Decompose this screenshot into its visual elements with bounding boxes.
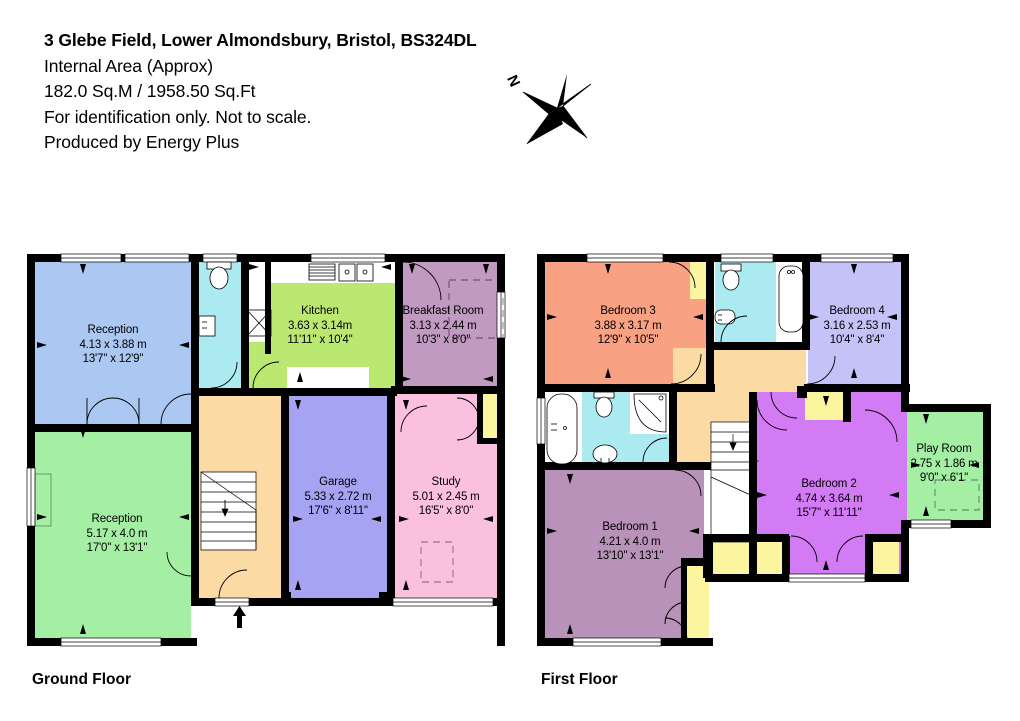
ground-floor-caption: Ground Floor	[32, 671, 132, 688]
family-toilet-icon	[595, 396, 613, 418]
family-bath-icon	[546, 393, 578, 465]
ensuite-fixtures	[714, 263, 804, 333]
internal-area-caption: Internal Area (Approx)	[44, 55, 213, 76]
room-fill-bedroom4	[808, 261, 908, 389]
first-floor-doors	[642, 261, 898, 641]
study-furniture-icon	[420, 541, 454, 583]
playroom-furniture-icon	[934, 479, 980, 511]
staircase-ground	[200, 471, 257, 551]
plan-header: 3 Glebe Field, Lower Almondsbury, Bristo…	[44, 28, 664, 156]
room-fill-garage	[287, 392, 389, 598]
producer-text: Produced by Energy Plus	[44, 132, 240, 152]
wc-fixtures	[198, 261, 232, 337]
first-floor-caption: First Floor	[541, 671, 618, 688]
property-address: 3 Glebe Field, Lower Almondsbury, Bristo…	[44, 30, 477, 50]
disclaimer-text: For identification only. Not to scale.	[44, 106, 312, 127]
ensuite-sink-icon	[714, 309, 736, 325]
family-sink-icon	[592, 444, 618, 464]
room-fill-reception-blue	[34, 261, 191, 427]
internal-area-value: 182.0 Sq.M / 1958.50 Sq.Ft	[44, 81, 256, 101]
wc-sink-icon	[198, 315, 216, 337]
ground-floor-windows	[26, 253, 506, 647]
family-bathroom-fixtures	[546, 391, 667, 465]
compass-star-icon	[522, 74, 592, 145]
room-fill-reception-green	[34, 430, 191, 638]
ground-floor-dimension-ticks	[37, 264, 493, 634]
first-floor-dimension-ticks	[547, 264, 979, 634]
room-fill-bedroom1	[544, 470, 704, 638]
ensuite-toilet-icon	[722, 269, 740, 291]
room-fill-wardrobe-bed2-br	[871, 542, 899, 578]
room-fill-playroom	[907, 410, 985, 524]
cupboard-icon	[246, 309, 272, 337]
fireplace-icon	[34, 473, 52, 527]
room-fill-breakfast	[402, 261, 505, 389]
ground-floor-plan: Reception 4.13 x 3.88 m 13'7'' x 12'9'' …	[25, 252, 515, 654]
first-floor-plan: Bedroom 3 3.88 x 3.17 m 12'9'' x 10'5'' …	[535, 252, 1000, 654]
hob-icon	[308, 263, 336, 281]
ensuite-bath-icon	[778, 265, 804, 333]
ground-floor-doors	[86, 261, 480, 599]
room-fill-wardrobe-bed1	[687, 562, 709, 640]
kitchen-fixtures	[308, 263, 374, 282]
entrance-arrow-icon	[233, 606, 246, 628]
ground-floor-room-fills	[34, 261, 505, 638]
breakfast-table-icon	[448, 279, 504, 339]
staircase-first	[710, 421, 756, 543]
room-fill-wardrobe-bed3	[690, 261, 708, 299]
compass-rose: N	[504, 68, 605, 158]
wc-toilet-icon	[209, 266, 229, 290]
first-floor-windows	[536, 253, 952, 647]
